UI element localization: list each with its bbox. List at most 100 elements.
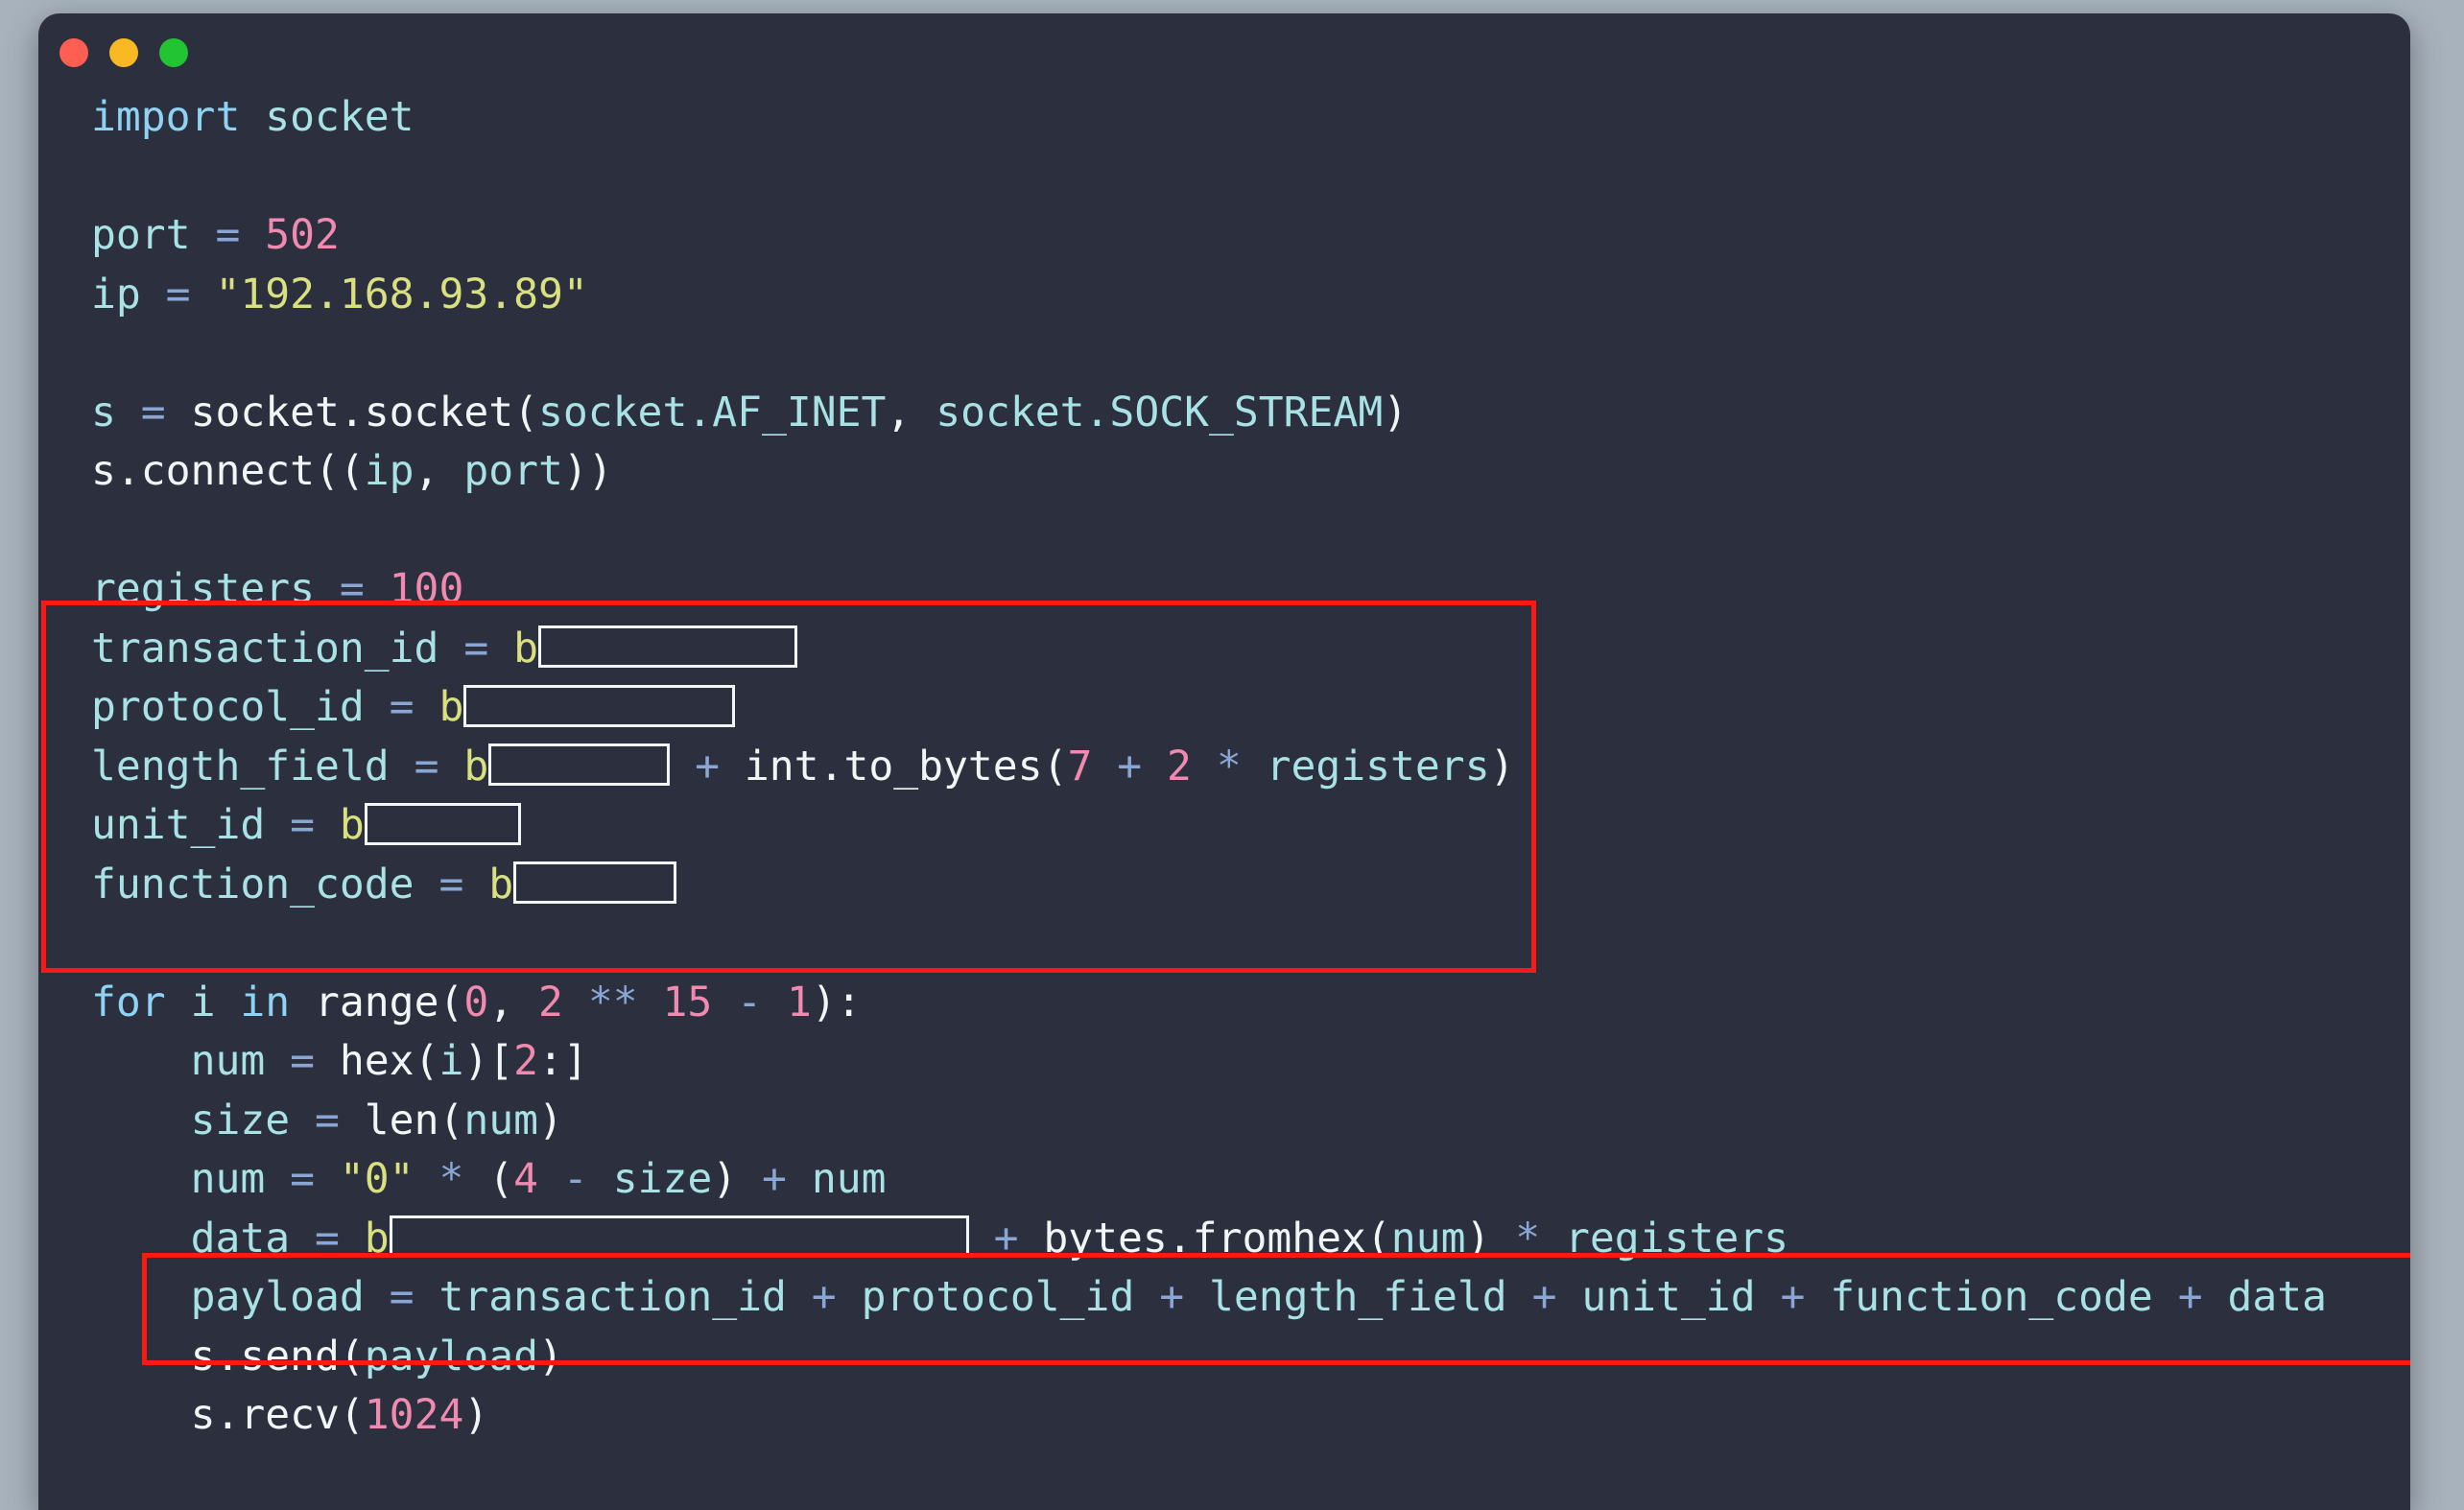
token-num-ref: num xyxy=(1390,1214,1466,1262)
token-unit-id: unit_id xyxy=(91,801,266,849)
token-hex: hex xyxy=(339,1037,415,1085)
token-unit-id-ref: unit_id xyxy=(1581,1273,1756,1321)
token-four: 4 xyxy=(513,1155,539,1203)
token-comma: , xyxy=(414,447,439,495)
token-ip-value: "192.168.93.89" xyxy=(215,270,588,319)
token-rparen: )) xyxy=(562,447,613,495)
code-line-10: transaction_id = b xyxy=(38,620,2410,679)
code-line-21: payload = transaction_id + protocol_id +… xyxy=(38,1268,2410,1328)
code-line-19: num = "0" * (4 - size) + num xyxy=(38,1150,2410,1210)
token-colon-bracket: :] xyxy=(538,1037,588,1085)
token-len: len xyxy=(364,1096,439,1144)
close-button-icon[interactable] xyxy=(59,38,88,67)
code-line-18: size = len(num) xyxy=(38,1092,2410,1151)
token-assign: = xyxy=(339,565,365,613)
token-s-recv: s.recv xyxy=(190,1391,340,1439)
token-registers-name: registers xyxy=(91,565,315,613)
token-rparen: ) xyxy=(1383,388,1409,436)
token-bytes-prefix: b xyxy=(463,742,489,790)
redaction-box-transaction-id xyxy=(538,625,797,668)
token-lparen: ( xyxy=(488,1155,514,1203)
redaction-box-function-code xyxy=(513,861,677,904)
token-sock-stream: socket.SOCK_STREAM xyxy=(936,388,1384,436)
token-rparen: ) xyxy=(538,1096,563,1144)
token-lparen: ( xyxy=(438,1096,464,1144)
token-lparen: ( xyxy=(513,388,538,436)
token-function-code-ref: function_code xyxy=(1830,1273,2153,1321)
token-comma: , xyxy=(488,978,514,1026)
code-line-17: num = hex(i)[2:] xyxy=(38,1032,2410,1092)
token-assign: = xyxy=(414,742,439,790)
token-assign: = xyxy=(290,1037,316,1085)
token-num-ref: num xyxy=(811,1155,887,1203)
token-two: 2 xyxy=(538,978,563,1026)
code-line-2 xyxy=(38,148,2410,207)
token-two-index: 2 xyxy=(513,1037,539,1085)
token-ip-arg: ip xyxy=(364,447,415,495)
token-lparen: ( xyxy=(339,1391,365,1439)
token-zero-string: "0" xyxy=(339,1155,415,1203)
token-port-value: 502 xyxy=(265,211,340,259)
token-function-code: function_code xyxy=(91,860,415,908)
code-line-6: s = socket.socket(socket.AF_INET, socket… xyxy=(38,384,2410,443)
token-rparen-colon: ): xyxy=(811,978,862,1026)
code-editor[interactable]: import socket port = 502 ip = "192.168.9… xyxy=(38,88,2410,1510)
token-data: data xyxy=(190,1214,291,1262)
code-line-9: registers = 100 xyxy=(38,560,2410,620)
token-payload-ref: payload xyxy=(364,1332,539,1380)
code-line-8 xyxy=(38,502,2410,561)
code-line-15 xyxy=(38,914,2410,974)
code-line-4: ip = "192.168.93.89" xyxy=(38,266,2410,325)
code-line-16: for i in range(0, 2 ** 15 - 1): xyxy=(38,974,2410,1033)
token-recv-size: 1024 xyxy=(364,1391,464,1439)
token-registers-ref: registers xyxy=(1565,1214,1789,1262)
token-assign: = xyxy=(438,860,464,908)
token-bytes-prefix: b xyxy=(364,1214,390,1262)
token-assign: = xyxy=(389,1273,415,1321)
token-af-inet: socket.AF_INET xyxy=(538,388,887,436)
token-lparen: ( xyxy=(414,1037,439,1085)
token-assign: = xyxy=(463,624,489,672)
token-socket-socket: socket.socket xyxy=(190,388,514,436)
token-protocol-id: protocol_id xyxy=(91,683,365,731)
token-registers-value: 100 xyxy=(389,565,464,613)
code-line-3: port = 502 xyxy=(38,206,2410,266)
token-port-name: port xyxy=(91,211,191,259)
window-titlebar xyxy=(38,13,2410,88)
token-bytes-prefix: b xyxy=(438,683,464,731)
token-star: * xyxy=(1515,1214,1541,1262)
token-rparen: ) xyxy=(712,1155,738,1203)
redaction-box-length-field xyxy=(488,743,671,786)
token-socket-module: socket xyxy=(265,93,415,141)
token-rparen: ) xyxy=(1489,742,1515,790)
token-lparen: ( xyxy=(1042,742,1068,790)
redaction-box-unit-id xyxy=(364,802,521,845)
token-range: range xyxy=(315,978,439,1026)
token-bytes-prefix: b xyxy=(513,624,538,672)
token-s-connect: s.connect xyxy=(91,447,315,495)
token-star: * xyxy=(1216,742,1242,790)
token-bytes-prefix: b xyxy=(339,801,365,849)
token-plus: + xyxy=(1159,1273,1185,1321)
zoom-button-icon[interactable] xyxy=(159,38,188,67)
token-length-field: length_field xyxy=(91,742,390,790)
redaction-box-data xyxy=(389,1215,969,1258)
token-comma: , xyxy=(886,388,912,436)
token-data-ref: data xyxy=(2227,1273,2328,1321)
token-ip-name: ip xyxy=(91,270,141,319)
token-assign: = xyxy=(215,211,241,259)
token-plus: + xyxy=(993,1214,1019,1262)
token-plus: + xyxy=(2177,1273,2203,1321)
token-import: import xyxy=(91,93,241,141)
token-rparen: ) xyxy=(463,1391,489,1439)
code-line-12: length_field = b + int.to_bytes(7 + 2 * … xyxy=(38,738,2410,797)
token-plus: + xyxy=(1780,1273,1806,1321)
token-s-name: s xyxy=(91,388,116,436)
code-line-11: protocol_id = b xyxy=(38,678,2410,738)
token-num: num xyxy=(190,1037,266,1085)
minimize-button-icon[interactable] xyxy=(109,38,138,67)
token-rparen-bracket: )[ xyxy=(463,1037,514,1085)
token-lparen: ( xyxy=(438,978,464,1026)
token-plus: + xyxy=(695,742,721,790)
token-fifteen: 15 xyxy=(662,978,713,1026)
